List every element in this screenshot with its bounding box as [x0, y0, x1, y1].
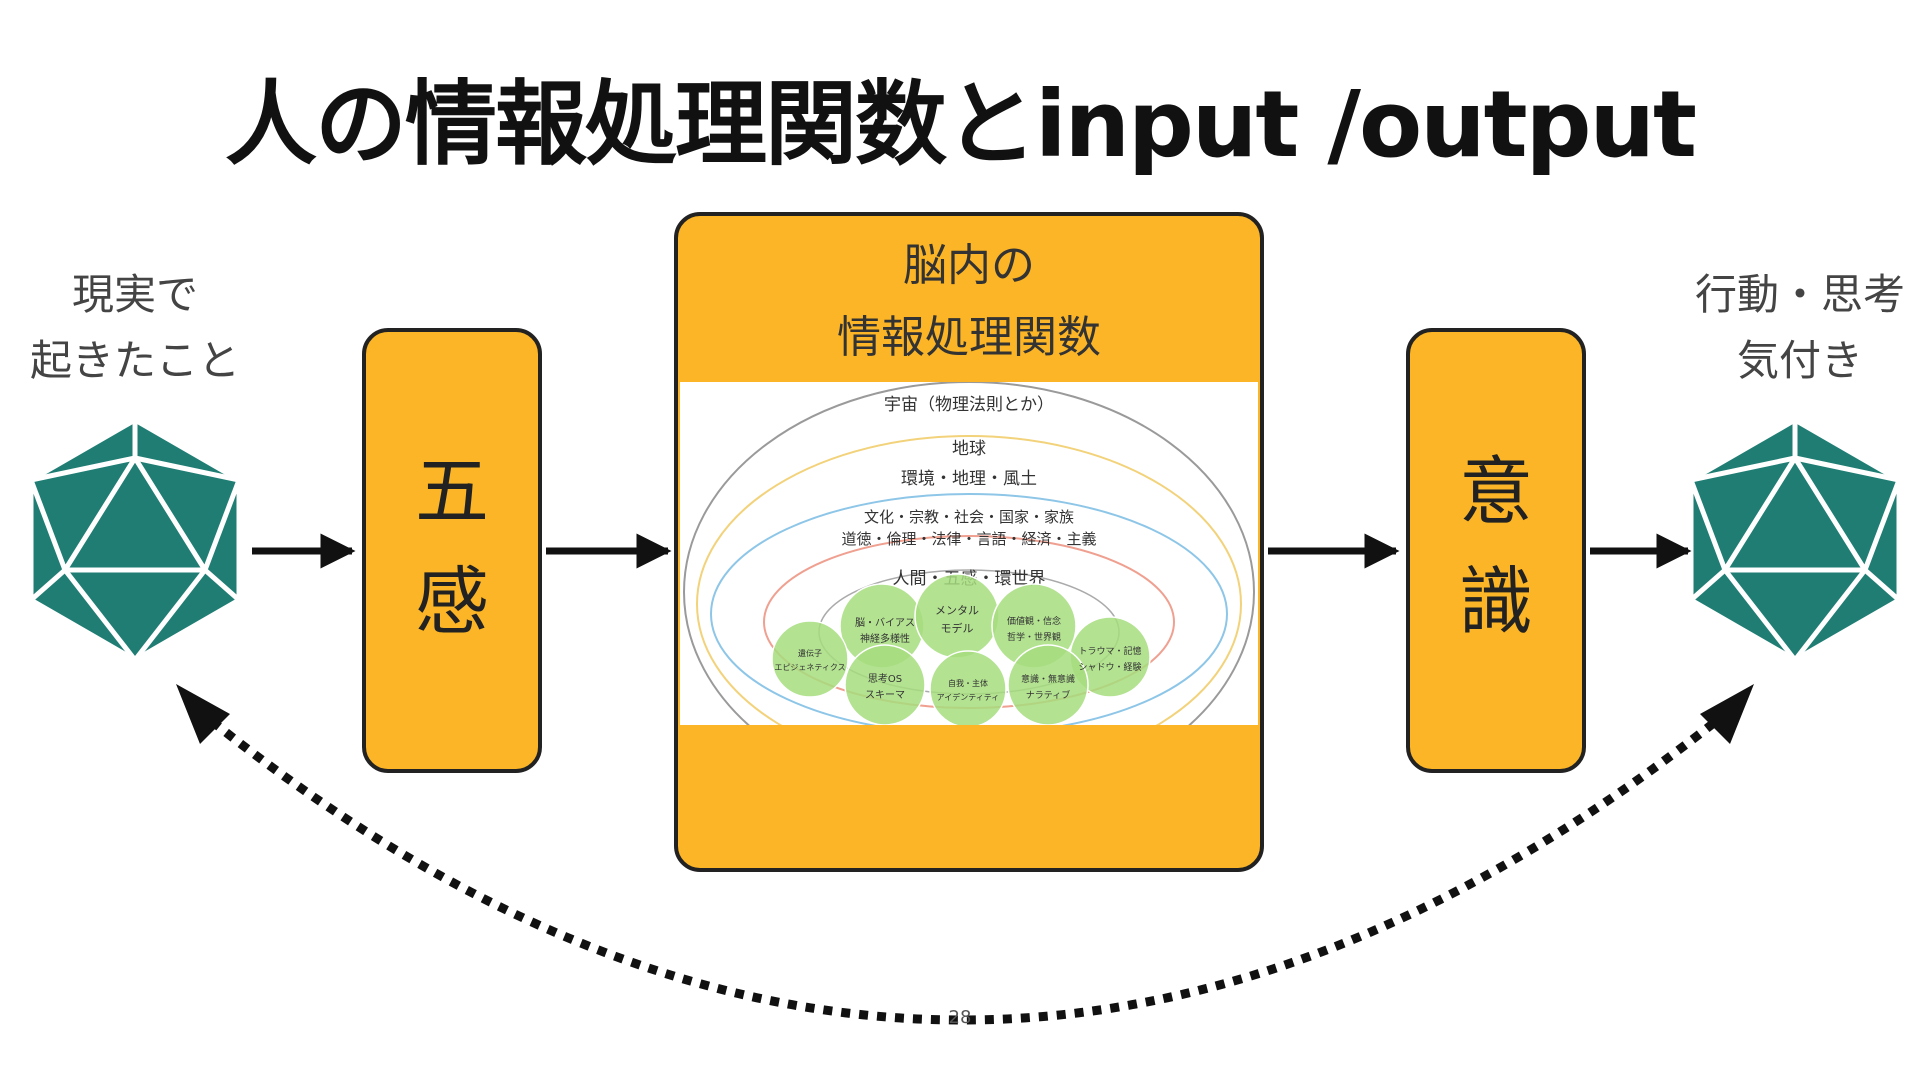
culture-text-line1: 文化・宗教・社会・国家・家族 [864, 508, 1074, 526]
brain-bias-label-2: 神経多様性 [860, 632, 910, 645]
culture-text-line2: 道徳・倫理・法律・言語・経済・主義 [841, 530, 1096, 548]
bubble-genes [771, 620, 849, 698]
slide-title: 人の情報処理関数とinput /output [224, 71, 1697, 178]
genes-label-1: 遺伝子 [798, 648, 822, 658]
earth-text: 地球 [952, 439, 986, 459]
consciousness-char1: 意 [1459, 449, 1533, 535]
bubble-conscious [1007, 644, 1089, 726]
reality-label-line2: 起きたこと [29, 336, 240, 385]
five-senses-char1: 五 [415, 449, 489, 535]
genes-label-2: エピジェネティクス [774, 663, 845, 672]
page-number: 28 [948, 1007, 972, 1028]
values-label-2: 哲学・世界観 [1007, 631, 1061, 643]
brain-title-line2: 情報処理関数 [837, 312, 1101, 363]
five-senses-char2: 感 [415, 559, 489, 645]
conscious-label-2: ナラティブ [1026, 689, 1070, 701]
self-label-2: アイデンティティ [937, 692, 1000, 702]
thinking-os-label-2: スキーマ [865, 690, 905, 701]
bubble-self [929, 650, 1007, 728]
universe-text: 宇宙（物理法則とか） [884, 395, 1054, 415]
brain-bias-label-1: 脳・バイアス [855, 617, 915, 629]
trauma-label-1: トラウマ・記憶 [1078, 645, 1141, 657]
conscious-label-1: 意識・無意識 [1021, 673, 1075, 685]
thinking-os-label-1: 思考OS [868, 673, 902, 685]
environment-text: 環境・地理・風土 [901, 469, 1037, 489]
reality-label-line1: 現実で [71, 270, 198, 319]
nested-context-diagram: 宇宙（物理法則とか） 地球 環境・地理・風土 文化・宗教・社会・国家・家族 道徳… [680, 381, 1258, 803]
trauma-label-2: シャドウ・経験 [1078, 661, 1141, 673]
bubble-thinking-os [844, 644, 926, 726]
action-label: 行動・思考 気付き [1680, 262, 1920, 394]
mental-model-label-2: モデル [941, 621, 974, 635]
consciousness-char2: 識 [1459, 559, 1533, 645]
consciousness-box: 意 識 [1406, 328, 1586, 773]
brain-title-line1: 脳内の [903, 240, 1035, 291]
brain-function-title: 脳内の 情報処理関数 [678, 230, 1260, 374]
mental-model-label-1: メンタル [935, 604, 979, 617]
icosahedron-icon [1688, 417, 1902, 663]
action-label-line1: 行動・思考 [1694, 270, 1905, 319]
action-label-line2: 気付き [1736, 336, 1863, 385]
icosahedron-icon [28, 417, 242, 663]
arrowhead-left-icon [176, 684, 230, 744]
reality-label: 現実で 起きたこと [10, 262, 260, 394]
self-label-1: 自我・主体 [948, 678, 988, 688]
five-senses-box: 五 感 [362, 328, 542, 773]
values-label-1: 価値観・信念 [1007, 615, 1061, 627]
arrowhead-right-icon [1700, 684, 1754, 744]
